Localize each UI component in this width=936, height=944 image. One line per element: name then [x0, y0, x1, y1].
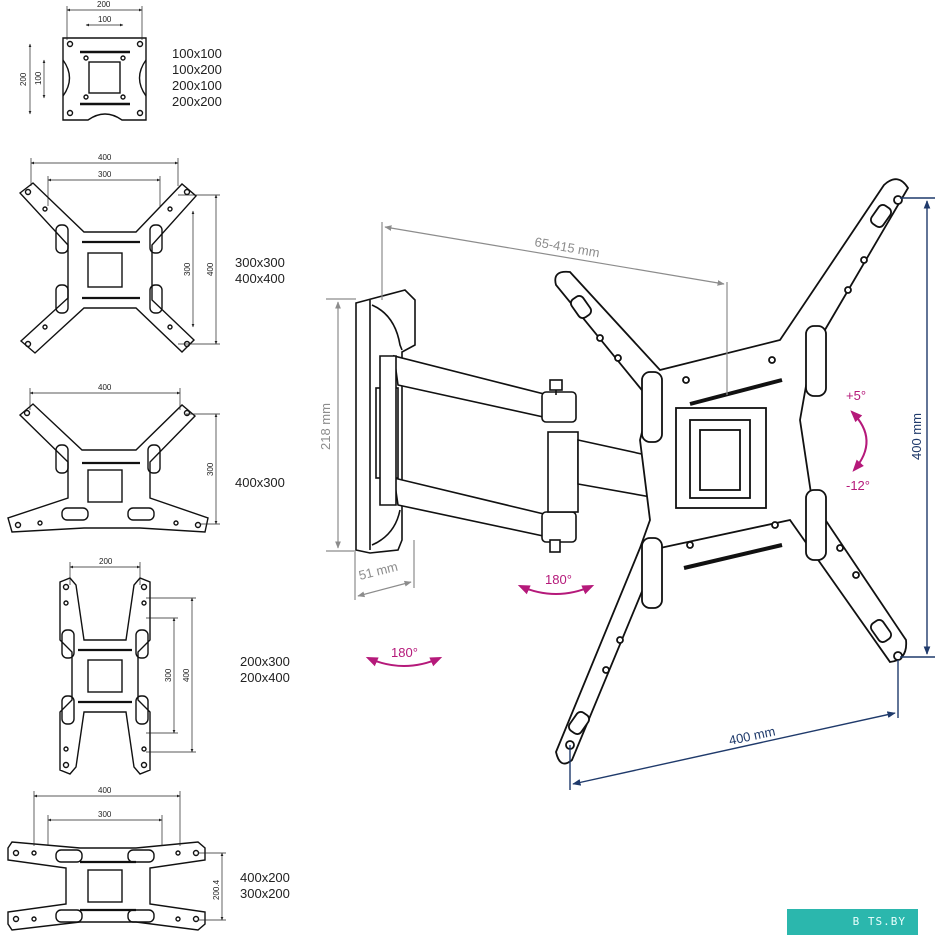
vesa-label-2-line-1: 300x300 — [235, 255, 285, 270]
vesa-label-5: 400x200 300x200 — [240, 870, 330, 902]
vesa-dim-3-a: 400 — [98, 383, 112, 392]
vesa-dim-1-d: 100 — [34, 71, 43, 85]
vesa-dim-2-b: 300 — [98, 170, 112, 179]
vesa-plate-4 — [59, 577, 151, 775]
rotation-arrows — [365, 410, 868, 667]
height-label: 218 mm — [318, 403, 333, 450]
swivel-arm-label: 180° — [545, 572, 572, 587]
swivel-wall-label: 180° — [391, 645, 418, 660]
vesa-plate-5 — [7, 841, 206, 931]
vesa-dim-3-b: 300 — [206, 462, 215, 476]
vesa-dim-4-a: 200 — [99, 557, 113, 566]
vesa-dims-2 — [30, 158, 220, 345]
vesa-label-1: 100x100 100x200 200x100 200x200 — [172, 46, 262, 110]
vesa-plate-3 — [7, 403, 209, 533]
vesa-dim-1-a: 200 — [97, 0, 111, 9]
vesa-dims-3 — [29, 388, 220, 525]
vesa-plate-2 — [18, 182, 197, 354]
swing-arm — [379, 354, 670, 553]
vesa-label-1-line-3: 200x100 — [172, 78, 222, 93]
vesa-label-4: 200x300 200x400 — [240, 654, 330, 686]
vesa-dim-4-c: 400 — [182, 668, 191, 682]
vesa-plate-1 — [62, 37, 147, 121]
vesa-dim-4-b: 300 — [164, 668, 173, 682]
vesa-dim-5-a: 400 — [98, 786, 112, 795]
vesa-label-1-line-2: 100x200 — [172, 62, 222, 77]
vesa-label-3: 400x300 — [235, 475, 325, 491]
vesa-label-2: 300x300 400x400 — [235, 255, 325, 287]
vesa-label-4-line-2: 200x400 — [240, 670, 290, 685]
vesa-label-2-line-2: 400x400 — [235, 271, 285, 286]
vesa-label-3-line-1: 400x300 — [235, 475, 285, 490]
vesa-dim-5-c: 200.4 — [212, 879, 221, 900]
plate-height-label: 400 mm — [909, 413, 924, 460]
vesa-dim-1-b: 100 — [98, 15, 112, 24]
vesa-dim-1-c: 200 — [19, 72, 28, 86]
vesa-dim-5-b: 300 — [98, 810, 112, 819]
vesa-dims-5 — [33, 791, 226, 921]
tv-bracket — [554, 178, 910, 765]
vesa-dim-2-d: 400 — [206, 262, 215, 276]
blue-dimensions — [569, 197, 935, 790]
tilt-up-label: +5° — [846, 388, 866, 403]
extension-label: 65-415 mm — [533, 234, 600, 260]
depth-label: 51 mm — [357, 559, 399, 583]
vesa-label-4-line-1: 200x300 — [240, 654, 290, 669]
vesa-dims-1 — [28, 6, 143, 115]
tilt-down-label: -12° — [846, 478, 870, 493]
vesa-label-5-line-1: 400x200 — [240, 870, 290, 885]
vesa-label-1-line-1: 100x100 — [172, 46, 222, 61]
vesa-label-5-line-2: 300x200 — [240, 886, 290, 901]
vesa-dim-2-c: 300 — [183, 262, 192, 276]
watermark-badge: B TS.BY — [787, 909, 918, 935]
grey-dimensions — [326, 222, 728, 600]
vesa-label-1-line-4: 200x200 — [172, 94, 222, 109]
vesa-dim-2-a: 400 — [98, 153, 112, 162]
vesa-dims-4 — [69, 562, 196, 753]
